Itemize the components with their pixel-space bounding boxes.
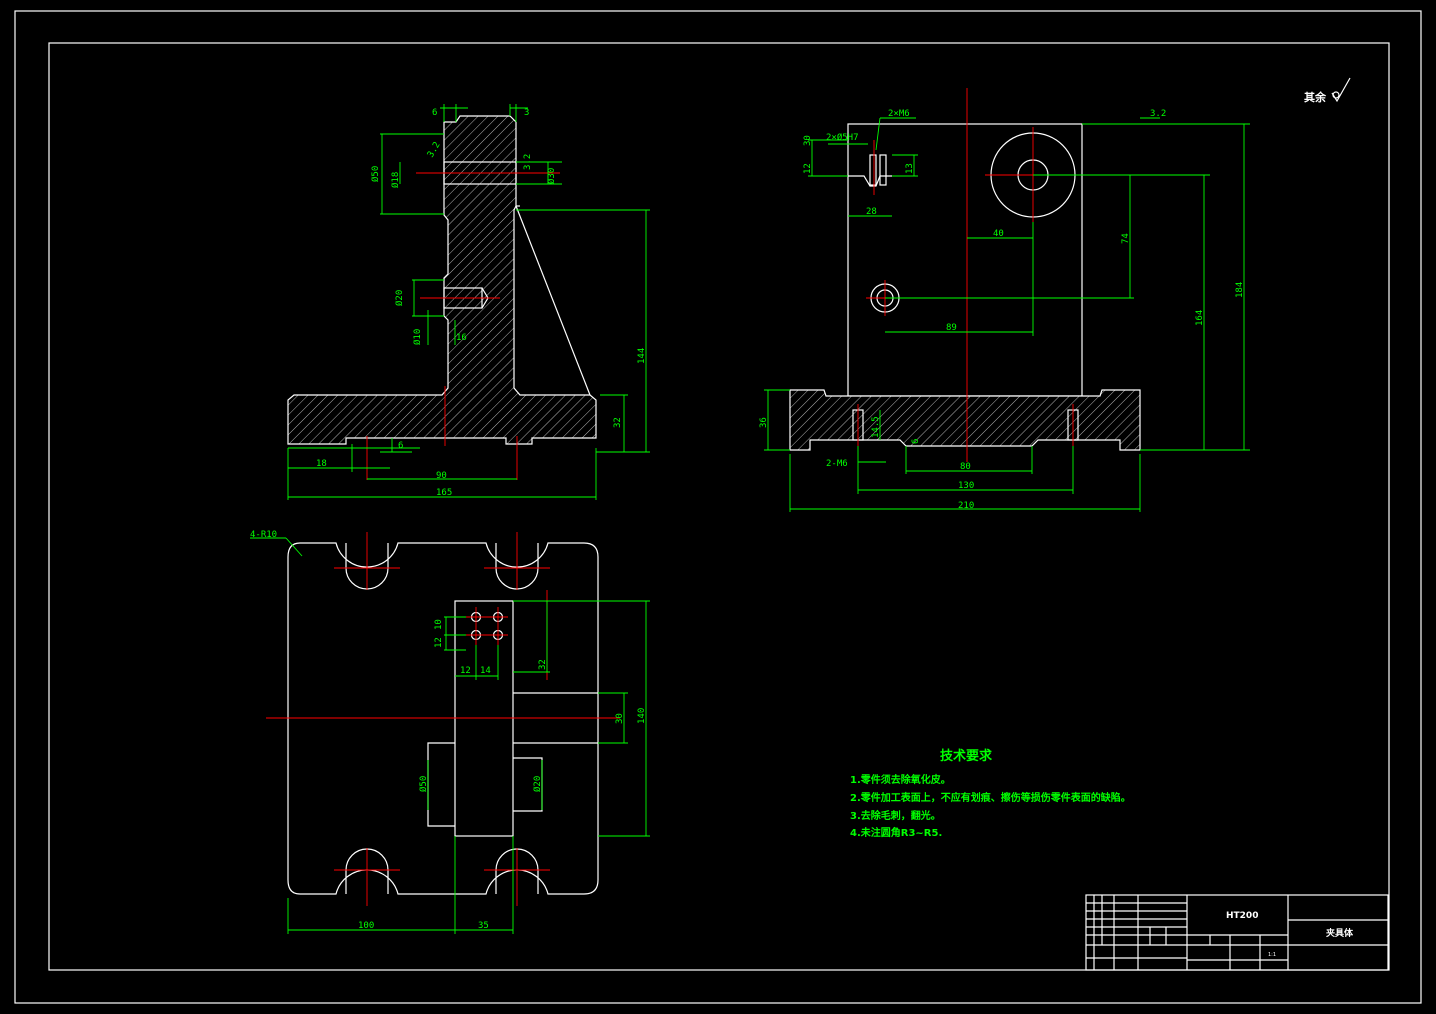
requirement-item: 2.零件加工表面上，不应有划痕、擦伤等损伤零件表面的缺陷。	[850, 791, 1131, 804]
title-block-scale: 1:1	[1268, 952, 1276, 958]
upright-footprint	[454, 600, 514, 837]
side-base-section	[789, 389, 1141, 451]
dim-28-r: 28	[866, 207, 877, 217]
dim-30-r: 30	[803, 135, 813, 146]
dim-6: 6	[432, 108, 437, 118]
dim-35-b: 35	[478, 921, 489, 931]
requirement-item: 3.去除毛刺，翻光。	[850, 809, 941, 822]
dim-140-b: 140	[637, 708, 647, 724]
dim-164-r: 164	[1195, 310, 1205, 326]
dim-32-b: 32	[538, 659, 548, 670]
dim-d10: Ø10	[412, 329, 423, 345]
dim-32: 32	[613, 417, 623, 428]
dim-16: 16	[456, 333, 467, 343]
dim-d20-b: Ø20	[532, 776, 543, 792]
dim-3: 3	[524, 108, 529, 118]
title-block-part-name: 夹具体	[1326, 927, 1354, 939]
requirement-item: 1.零件须去除氧化皮。	[850, 773, 951, 786]
rough-left-b: 3.2	[523, 154, 533, 170]
dim-12-b: 12	[434, 637, 444, 648]
dim-14h-b: 14	[480, 666, 491, 676]
dim-36-r: 36	[759, 417, 769, 428]
dim-14-r: 14.5	[871, 416, 881, 438]
dim-12h-b: 12	[460, 666, 471, 676]
section-view-left: 6 3 Ø50 Ø18 Ø30 Ø20 Ø10 16 144 32 6 18 9…	[287, 104, 650, 500]
section-body	[287, 115, 597, 445]
dim-130-r: 130	[958, 481, 974, 491]
roughness-note: 其余	[1304, 77, 1351, 104]
dim-12-r: 12	[803, 163, 813, 174]
outer-frame	[14, 10, 1422, 1004]
title-block: HT200 夹具体 1:1	[1085, 894, 1389, 971]
side-view-right: 2×M6 2×Ø5H7 30 12 13 28 40 74 89 164 184…	[759, 88, 1250, 512]
dim-100-b: 100	[358, 921, 374, 931]
dim-165: 165	[436, 488, 452, 498]
dim-80-r: 80	[960, 462, 971, 472]
dim-184-r: 184	[1235, 282, 1245, 298]
dim-144: 144	[637, 348, 647, 364]
dim-13-r: 13	[905, 163, 915, 174]
dim-d20: Ø20	[394, 290, 405, 306]
dim-d18: Ø18	[390, 172, 401, 188]
side-upright	[847, 123, 1083, 397]
dim-6b: 6	[398, 441, 403, 451]
requirement-item: 4.未注圆角R3~R5.	[850, 826, 942, 839]
dim-6-r: 6	[911, 439, 921, 444]
dim-d50: Ø50	[370, 166, 381, 182]
dim-d50-b: Ø50	[418, 776, 429, 792]
dim-90: 90	[436, 471, 447, 481]
dim-74-r: 74	[1121, 233, 1131, 244]
rough-right: 3.2	[1150, 109, 1166, 119]
dim-4-R10: 4-R10	[250, 530, 277, 540]
rough-left-a: 3.2	[426, 140, 443, 159]
dim-30-b: 30	[615, 713, 625, 724]
title-block-material: HT200	[1226, 911, 1258, 921]
dim-40-r: 40	[993, 229, 1004, 239]
dim-210-r: 210	[958, 501, 974, 511]
dim-18b: 18	[316, 459, 327, 469]
dim-2xM6: 2×M6	[888, 109, 910, 119]
roughness-note-text: 其余	[1304, 90, 1327, 104]
dim-2xD5H7: 2×Ø5H7	[826, 132, 859, 143]
inner-frame	[48, 42, 1390, 971]
dim-d30: Ø30	[546, 168, 557, 184]
top-plate-outline	[287, 542, 599, 895]
dim-10-b: 10	[434, 619, 444, 630]
requirements-title: 技术要求	[940, 748, 993, 764]
top-view: 4-R10 12 10 12 14 32 30 140 Ø50 Ø20 100 …	[250, 530, 650, 934]
dim-89-r: 89	[946, 323, 957, 333]
technical-requirements: 技术要求 1.零件须去除氧化皮。 2.零件加工表面上，不应有划痕、擦伤等损伤零件…	[850, 748, 1131, 839]
dim-2-M6-r: 2-M6	[826, 459, 848, 469]
